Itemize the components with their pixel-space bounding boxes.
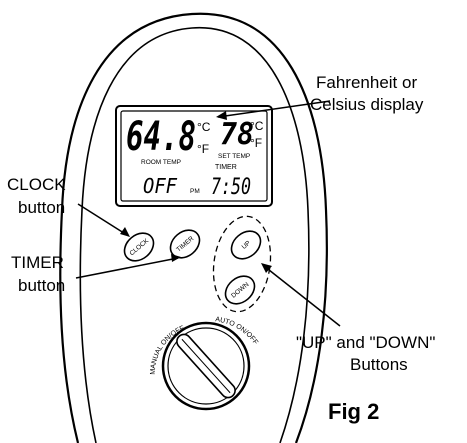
timer-button[interactable] <box>165 225 205 264</box>
display-leader-line <box>217 100 331 118</box>
set-temp-label: SET TEMP <box>218 153 250 160</box>
updown-callout-line1: "UP" and "DOWN" <box>296 333 435 352</box>
room-temp-label: ROOM TEMP <box>141 159 181 166</box>
up-button-label: UP <box>241 240 252 251</box>
room-temp-value: 64.8 <box>126 114 196 160</box>
set-temp-value: 78 <box>220 117 254 152</box>
lcd-outer-frame <box>115 105 273 207</box>
room-temp-unit-f: °F <box>197 142 209 156</box>
updown-callout-line2: Buttons <box>350 355 408 374</box>
lcd-inner-frame <box>120 110 268 202</box>
clock-leader-line <box>77 203 128 236</box>
display-callout-line1: Fahrenheit or <box>316 73 417 92</box>
timer-leader-line <box>75 257 179 279</box>
set-temp-unit-c: °C <box>250 119 264 133</box>
figure-label: Fig 2 <box>328 399 379 424</box>
timer-state: OFF <box>143 174 178 198</box>
timer-arrowhead <box>171 254 181 262</box>
mode-dial[interactable] <box>161 321 251 411</box>
updown-leader-line <box>263 265 341 327</box>
remote-inner-outline <box>79 27 310 443</box>
clock-callout-line1: CLOCK <box>7 175 66 194</box>
display-arrowhead <box>216 111 227 120</box>
display-callout-line2: Celsius display <box>310 95 424 114</box>
clock-arrowhead <box>120 227 130 237</box>
clock-button[interactable] <box>119 228 159 267</box>
set-temp-unit-f: °F <box>250 136 262 150</box>
pm-label: PM <box>190 188 200 195</box>
down-button[interactable] <box>220 271 260 310</box>
timer-callout-line2: button <box>18 276 65 295</box>
updown-arrowhead <box>261 263 272 273</box>
clock-value: 7:50 <box>211 175 251 200</box>
timer-callout-line1: TIMER <box>11 253 64 272</box>
up-button[interactable] <box>226 226 266 265</box>
clock-callout-line2: button <box>18 198 65 217</box>
timer-label: TIMER <box>215 164 237 171</box>
remote-outer-outline <box>59 12 328 443</box>
room-temp-unit-c: °C <box>197 120 211 134</box>
